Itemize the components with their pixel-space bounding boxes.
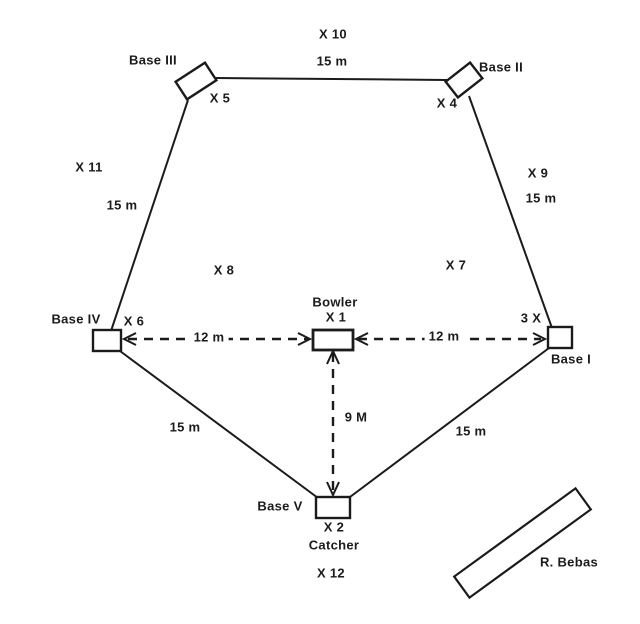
base-v-marker (314, 495, 352, 520)
distance-bowler-base4-label: 12 m (189, 330, 229, 346)
boundary-top-edge (215, 77, 448, 81)
free-area-label: R. Bebas (539, 554, 599, 570)
boundary-left-edge (110, 99, 189, 332)
base-iii-marker (173, 61, 219, 101)
distance-bowler-base5-label: 9 M (344, 409, 368, 425)
arrowhead-right-at-bowler (297, 332, 313, 346)
distance-left-label: 15 m (106, 197, 138, 213)
boundary-right-edge (468, 95, 553, 329)
player-x8-label: X 8 (213, 262, 235, 278)
base-i-marker (546, 325, 574, 350)
arrowhead-right-at-base1 (532, 332, 548, 346)
arrowhead-down-at-base5 (326, 481, 340, 498)
base-iv-marker (91, 328, 123, 353)
arrowhead-left-at-base4 (121, 332, 137, 346)
arrowhead-up-at-bowler (326, 348, 340, 365)
distance-top-label: 15 m (316, 53, 348, 69)
player-x4-label: X 4 (436, 95, 458, 111)
player-x5-label: X 5 (209, 90, 231, 106)
player-x1-label: X 1 (325, 309, 347, 325)
distance-bottom-left-label: 15 m (169, 419, 201, 435)
distance-bottom-right-label: 15 m (455, 423, 487, 439)
player-x11-label: X 11 (75, 159, 103, 175)
boundary-bottom-left-edge (119, 350, 319, 499)
player-x10-label: X 10 (319, 26, 347, 42)
base-iii-label: Base III (129, 52, 177, 68)
player-x3-label: 3 X (520, 310, 542, 326)
free-area-box (452, 486, 593, 600)
distance-right-label: 15 m (525, 190, 557, 206)
distance-bowler-base1-label: 12 m (424, 329, 464, 345)
arrowhead-left-at-bowler (353, 332, 369, 346)
bowler-box (311, 328, 355, 352)
base-v-label: Base V (257, 498, 303, 514)
base-ii-label: Base II (478, 59, 524, 75)
catcher-label: Catcher (308, 537, 360, 553)
base-iv-label: Base IV (51, 311, 101, 327)
boundary-bottom-right-edge (349, 347, 550, 498)
player-x12-label: X 12 (317, 565, 345, 581)
player-x2-label: X 2 (323, 519, 345, 535)
base-i-label: Base I (550, 351, 592, 367)
base-ii-marker (443, 60, 485, 100)
player-x6-label: X 6 (123, 313, 145, 329)
player-x7-label: X 7 (445, 257, 467, 273)
bowler-label: Bowler (312, 294, 358, 310)
player-x9-label: X 9 (527, 165, 549, 181)
